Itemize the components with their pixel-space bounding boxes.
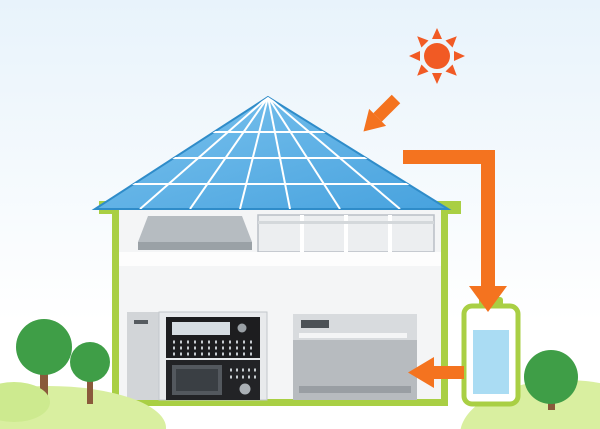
tree-large-trunk <box>40 368 48 404</box>
house <box>91 95 461 406</box>
sun-core <box>424 43 450 69</box>
dishwasher-handle <box>301 320 329 328</box>
oven-knob <box>237 323 247 333</box>
arrow-battery-to-house-icon <box>408 357 464 388</box>
sun-icon <box>409 28 465 84</box>
bush-front-left <box>0 382 50 422</box>
microwave-knob <box>239 383 251 395</box>
bush-right-trunk <box>548 398 555 410</box>
cabinet-handle <box>134 320 148 324</box>
dishwasher-vent <box>299 386 411 393</box>
oven-display <box>172 322 230 335</box>
floor-divider <box>119 252 441 266</box>
kitchen-cabinet <box>127 312 159 400</box>
microwave-buttons <box>230 368 256 379</box>
arrow-sun-to-roof-icon <box>363 94 401 132</box>
arrow-roof-to-battery-icon <box>403 150 507 312</box>
sun-rays <box>409 28 465 84</box>
range-hood-vent <box>138 216 252 242</box>
range-hood-lip <box>138 242 252 250</box>
tree-small-trunk <box>87 378 93 404</box>
window-shade-line <box>258 221 434 224</box>
microwave-window-glass <box>176 369 218 391</box>
roof-surface <box>91 95 452 210</box>
dishwasher <box>293 314 417 400</box>
tree-large-canopy <box>16 319 72 375</box>
bush-right-canopy <box>524 350 578 404</box>
dishwasher-slot <box>299 333 407 338</box>
storage-battery <box>461 297 521 407</box>
tree-small-canopy <box>70 342 110 382</box>
battery-charge-level <box>473 330 509 394</box>
